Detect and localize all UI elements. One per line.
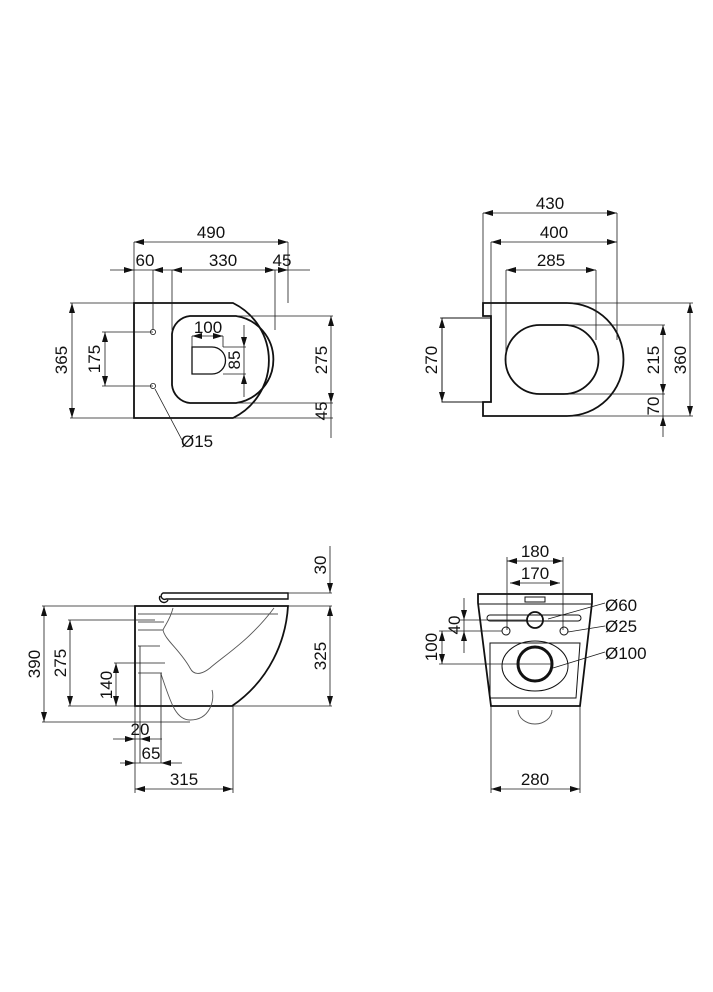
inlet-slot: [524, 596, 546, 603]
dim-45-top: 45: [273, 251, 292, 270]
seat-outline: [482, 302, 625, 417]
top-bowl-outline: [171, 315, 275, 404]
dim-d100: Ø100: [605, 644, 647, 663]
top-view: 490 60 330 45 365 175 100 85 275: [52, 223, 334, 451]
dim-270: 270: [422, 346, 441, 374]
dim-d25: Ø25: [605, 617, 637, 636]
seat-view: 430 400 285 270 215 360 70: [422, 194, 693, 437]
inlet-circle: [526, 611, 544, 629]
dim-275-side: 275: [51, 649, 70, 677]
dim-325: 325: [311, 642, 330, 670]
back-slot: [486, 614, 582, 622]
dim-215: 215: [644, 346, 663, 374]
fixing-right: [559, 626, 569, 636]
dim-400: 400: [540, 223, 568, 242]
hinge-block: [441, 317, 492, 403]
dim-365: 365: [52, 346, 71, 374]
back-view: 180 170 40 100 Ø60 Ø25 Ø100 280: [422, 542, 647, 793]
dim-490: 490: [197, 223, 225, 242]
dim-60: 60: [136, 251, 155, 270]
dim-d15: Ø15: [181, 432, 213, 451]
dim-45-bottom: 45: [312, 402, 331, 421]
dim-330: 330: [209, 251, 237, 270]
dim-390: 390: [25, 650, 44, 678]
dim-100-outlet: 100: [194, 318, 222, 337]
dim-285: 285: [537, 251, 565, 270]
dim-20: 20: [131, 720, 150, 739]
dim-65: 65: [142, 744, 161, 763]
dim-170: 170: [521, 564, 549, 583]
dim-315: 315: [170, 770, 198, 789]
dim-70: 70: [644, 397, 663, 416]
dim-280: 280: [521, 770, 549, 789]
dim-360: 360: [671, 346, 690, 374]
top-outlet: [191, 346, 227, 375]
dim-100-back: 100: [422, 633, 441, 661]
dim-430: 430: [536, 194, 564, 213]
dim-180: 180: [521, 542, 549, 561]
side-view: 30 325 390 275 140 20 65 315: [25, 546, 333, 793]
dim-30: 30: [311, 556, 330, 575]
side-body-outline: [134, 605, 289, 707]
dim-85: 85: [225, 351, 244, 370]
back-body-outline: [477, 593, 593, 707]
dim-d60: Ø60: [605, 596, 637, 615]
outlet-frame: [489, 642, 581, 699]
dim-175: 175: [85, 345, 104, 373]
seat-opening: [504, 324, 600, 395]
fixing-left: [501, 626, 511, 636]
dim-275-top: 275: [312, 346, 331, 374]
dim-140: 140: [97, 671, 116, 699]
side-trap: [138, 607, 275, 721]
top-body-outline: [133, 302, 270, 419]
dim-40: 40: [445, 616, 464, 635]
side-seat: [158, 592, 289, 604]
outlet-ring: [501, 640, 569, 692]
